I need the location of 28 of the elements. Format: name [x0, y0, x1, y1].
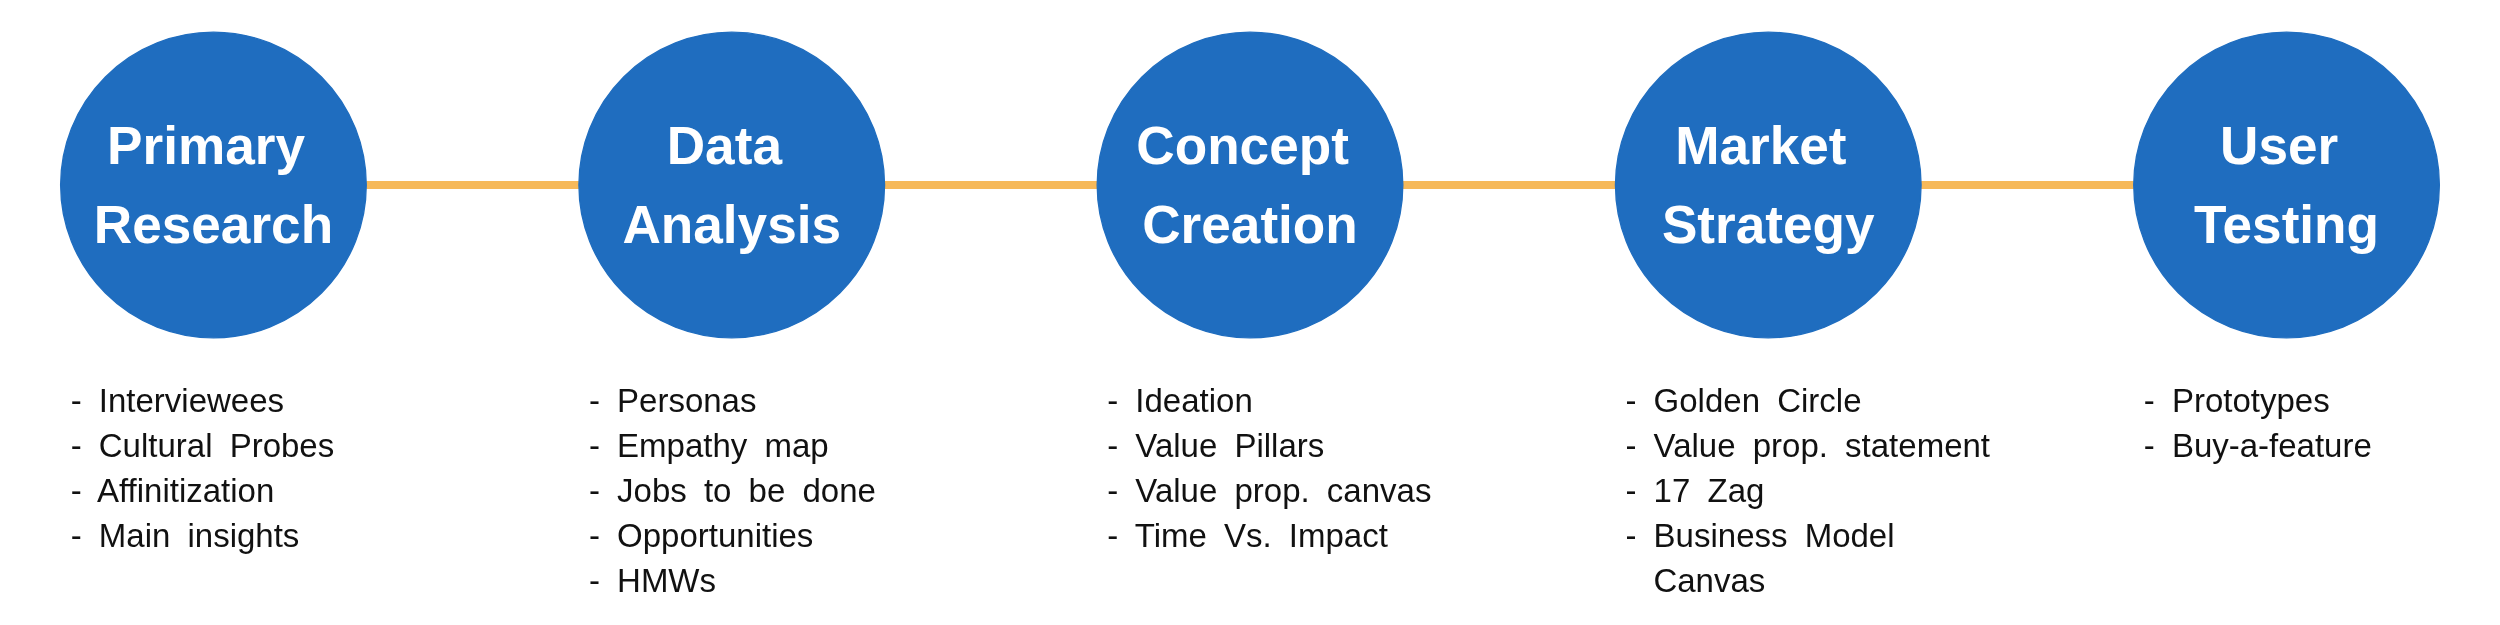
bullet-item: - Value prop. statement — [1625, 425, 1991, 466]
bullet-item: - HMWs — [588, 560, 718, 601]
bullet-item: - Golden Circle — [1625, 380, 1863, 421]
connector — [1921, 181, 2134, 189]
connector — [1402, 181, 1616, 189]
bullet-item: - Personas — [588, 380, 758, 421]
bullet-item: - Ideation — [1107, 380, 1254, 421]
bullet-item: - Value prop. canvas — [1107, 470, 1433, 511]
connector — [884, 181, 1098, 189]
bullet-item: - Value Pillars — [1107, 425, 1326, 466]
bullet-item: - Business Model Canvas — [1625, 515, 1896, 601]
connector — [366, 181, 579, 189]
node-circle: User Testing — [2133, 31, 2441, 339]
node-circle: Data Analysis — [578, 31, 886, 339]
bullet-item: - Affinitization — [70, 470, 276, 511]
bullet-item: - Buy-a-feature — [2143, 425, 2373, 466]
bullet-item: - Jobs to be done — [588, 470, 877, 511]
bullet-item: - Main insights — [70, 515, 301, 556]
node-circle: Market Strategy — [1614, 31, 1922, 339]
bullet-item: - Time Vs. Impact — [1107, 515, 1389, 556]
bullet-item: - Interviewees — [70, 380, 286, 421]
bullet-item: - Empathy map — [588, 425, 830, 466]
node-circle: Concept Creation — [1096, 31, 1404, 339]
bullet-item: - Cultural Probes — [70, 425, 336, 466]
bullet-item: - 17 Zag — [1625, 470, 1766, 511]
bullet-item: - Prototypes — [2143, 380, 2331, 421]
node-circle: Primary Research — [59, 31, 367, 339]
bullet-item: - Opportunities — [588, 515, 815, 556]
